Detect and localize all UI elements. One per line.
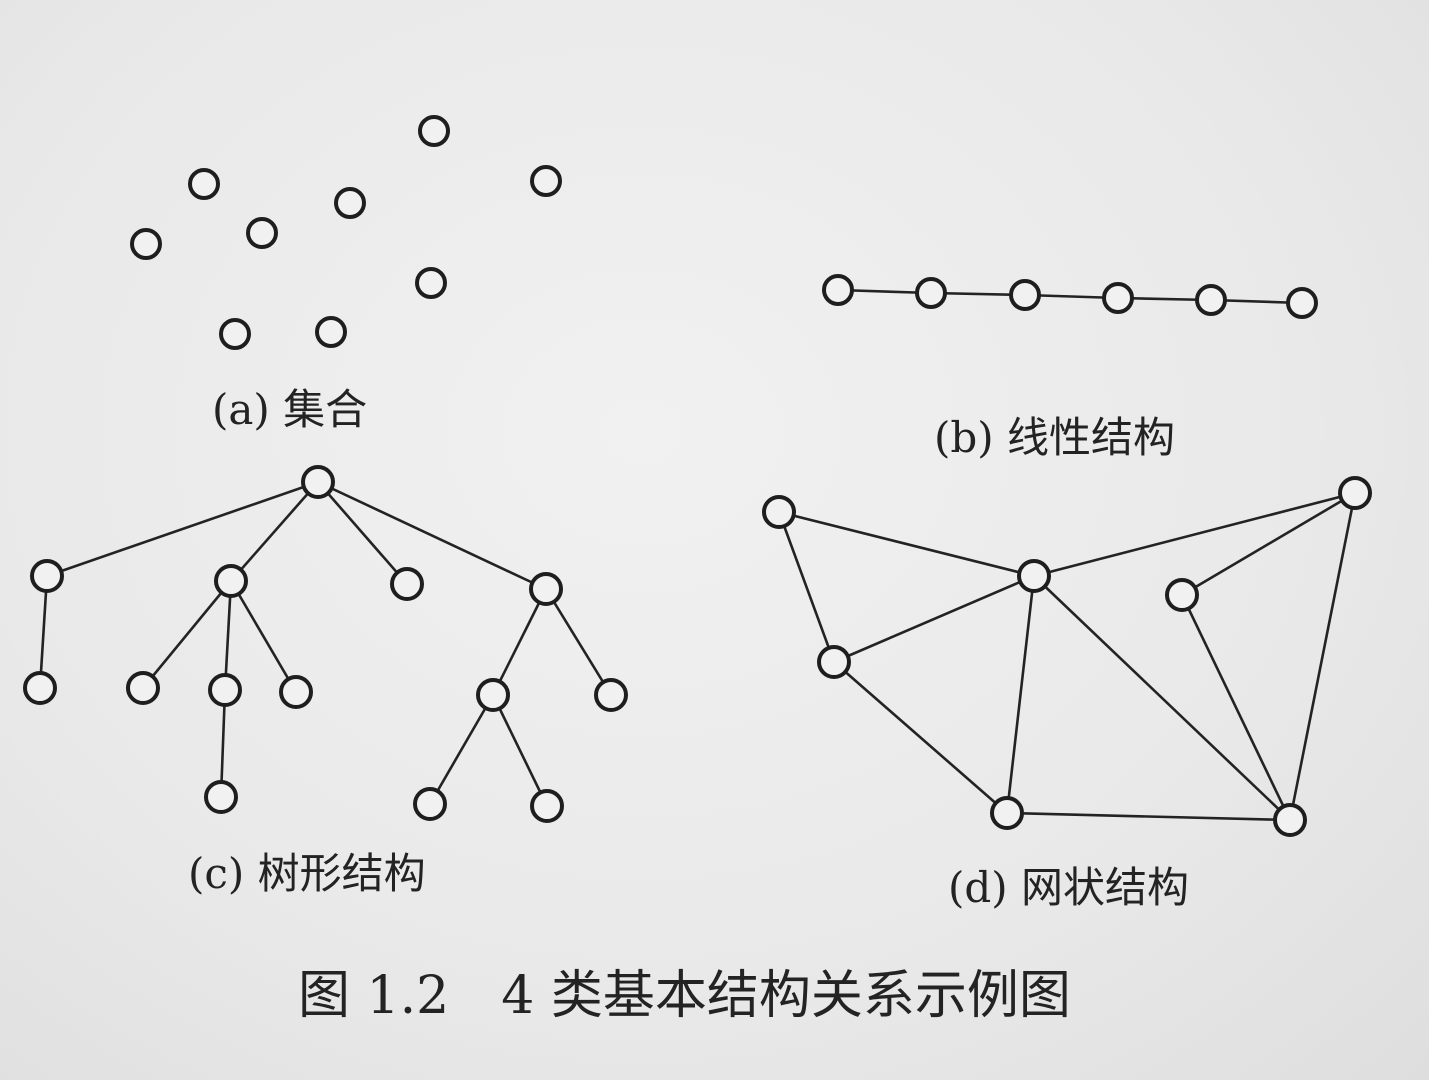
set-node-5 — [246, 217, 278, 249]
panel-label-d: (d) 网状结构 — [948, 863, 1189, 912]
tree-leaf-2 — [126, 671, 160, 705]
set-node-6 — [130, 228, 162, 260]
linear-node-3 — [1009, 279, 1041, 311]
panel-label-c: (c) 树形结构 — [188, 849, 426, 898]
tree-node-right — [529, 572, 563, 606]
set-node-9 — [315, 316, 347, 348]
tree-node-3 — [208, 673, 242, 707]
tree-node-left — [30, 559, 64, 593]
panel-label-a: (a) 集合 — [212, 385, 367, 434]
linear-node-2 — [915, 277, 947, 309]
graph-node-2 — [1017, 559, 1051, 593]
tree-node-mid — [214, 564, 248, 598]
set-node-7 — [415, 267, 447, 299]
set-node-1 — [418, 115, 450, 147]
set-node-8 — [219, 318, 251, 350]
linear-node-5 — [1195, 284, 1227, 316]
linear-node-4 — [1102, 282, 1134, 314]
set-node-3 — [530, 165, 562, 197]
tree-leaf-8 — [413, 787, 447, 821]
graph-node-1 — [762, 495, 796, 529]
tree-leaf-5 — [204, 780, 238, 814]
graph-node-4 — [1165, 578, 1199, 612]
tree-node-mid-right — [390, 567, 424, 601]
linear-node-1 — [822, 274, 854, 306]
tree-node-6 — [476, 678, 510, 712]
tree-leaf-4 — [279, 675, 313, 709]
tree-root-node — [301, 465, 335, 499]
set-node-2 — [188, 168, 220, 200]
graph-node-6 — [990, 796, 1024, 830]
set-node-4 — [334, 187, 366, 219]
panel-linear: (b) 线性结构 — [822, 274, 1318, 462]
tree-leaf-1 — [23, 671, 57, 705]
tree-leaf-7 — [594, 678, 628, 712]
linear-node-6 — [1286, 287, 1318, 319]
panel-graph: (d) 网状结构 — [762, 476, 1372, 912]
figure-caption: 图 1.2 4 类基本结构关系示例图 — [298, 966, 1071, 1026]
graph-node-3 — [1338, 476, 1372, 510]
panel-set: (a) 集合 — [130, 115, 562, 434]
panel-tree: (c) 树形结构 — [23, 465, 628, 898]
tree-leaf-9 — [530, 789, 564, 823]
panel-label-b: (b) 线性结构 — [934, 413, 1175, 462]
graph-node-5 — [817, 645, 851, 679]
graph-node-7 — [1273, 803, 1307, 837]
